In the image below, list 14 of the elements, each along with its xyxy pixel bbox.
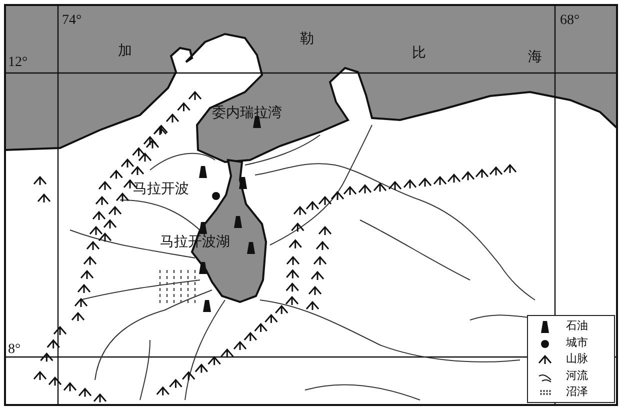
degree-label: 8° (8, 343, 21, 357)
city-name: 马拉开波 (133, 182, 189, 196)
legend-label: 石油 (566, 320, 588, 331)
degree-label: 68° (560, 14, 580, 28)
sea-name-character: 比 (412, 46, 426, 60)
legend-label: 城市 (566, 336, 588, 348)
sea-name-character: 加 (118, 44, 132, 58)
legend-label: 沼泽 (566, 386, 588, 397)
legend-label: 山脉 (566, 353, 588, 364)
degree-label: 12° (8, 56, 28, 70)
sea-name-character: 勒 (300, 32, 314, 46)
legend-label: 河流 (566, 370, 588, 380)
sea-name-character: 海 (528, 50, 542, 64)
degree-label: 74° (62, 14, 82, 28)
